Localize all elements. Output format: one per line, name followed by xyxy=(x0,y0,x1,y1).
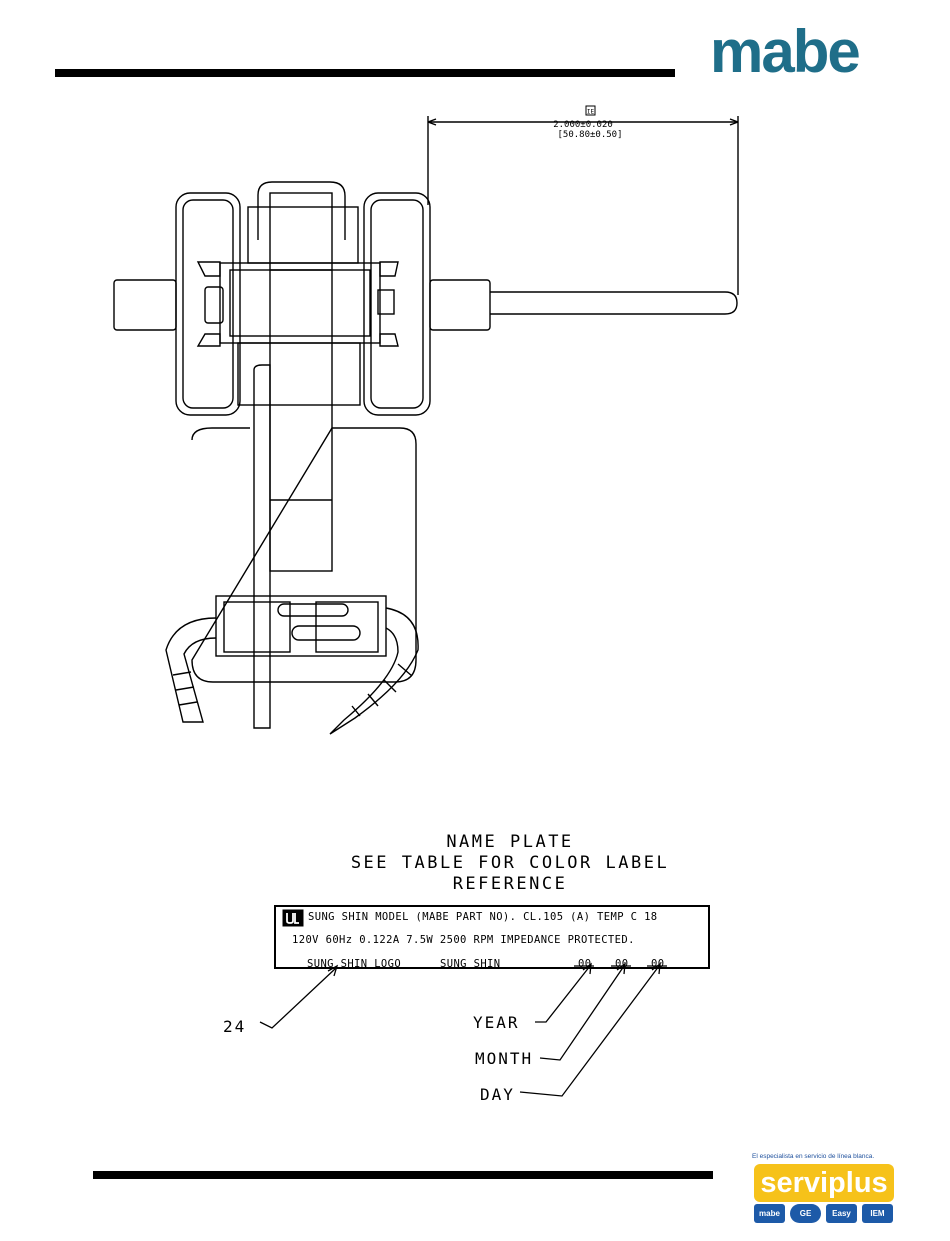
nameplate-line1: SUNG SHIN MODEL (MABE PART NO). CL.105 (… xyxy=(308,911,658,923)
serviplus-tagline: El especialista en servicio de línea bla… xyxy=(752,1153,875,1160)
dimension-metric: [50.80±0.50] xyxy=(557,130,622,140)
brand-badge-easy: Easy xyxy=(826,1204,857,1223)
nameplate-title-line1: NAME PLATE xyxy=(446,832,574,852)
callout-year: YEAR xyxy=(473,1013,520,1032)
nameplate-logo-text: SUNG SHIN LOGO xyxy=(307,958,402,970)
callout-item-24: 24 xyxy=(223,1017,247,1036)
nameplate-box xyxy=(274,905,710,969)
serviplus-wordmark: serviplus xyxy=(760,1167,888,1199)
footer-rule xyxy=(93,1171,713,1179)
brand-badge-mabe: mabe xyxy=(754,1204,785,1223)
callout-month: MONTH xyxy=(475,1049,534,1068)
mabe-logo: mabe xyxy=(710,18,861,85)
motor-drawing: 2.000±0.020 [50.80±0.50] IE xyxy=(113,105,739,735)
dimension-line xyxy=(427,105,739,295)
brand-badge-ge: GE xyxy=(790,1204,821,1223)
nameplate-brand-text: SUNG SHIN xyxy=(440,958,501,970)
nameplate-line2: 120V 60Hz 0.122A 7.5W 2500 RPM IMPEDANCE… xyxy=(292,934,635,946)
dimension-symbol: IE xyxy=(587,109,595,116)
date-day-field: 00 xyxy=(651,958,665,970)
brand-badge-iem: IEM xyxy=(862,1204,893,1223)
nameplate-title-line2: SEE TABLE FOR COLOR LABEL REFERENCE xyxy=(350,853,670,894)
callout-day: DAY xyxy=(480,1085,515,1104)
nameplate-title: NAME PLATE SEE TABLE FOR COLOR LABEL REF… xyxy=(290,832,730,895)
header-rule xyxy=(55,69,675,77)
ul-mark-icon xyxy=(282,909,304,927)
dimension-imperial: 2.000±0.020 xyxy=(553,120,613,130)
serviplus-logo: serviplus xyxy=(754,1164,894,1202)
